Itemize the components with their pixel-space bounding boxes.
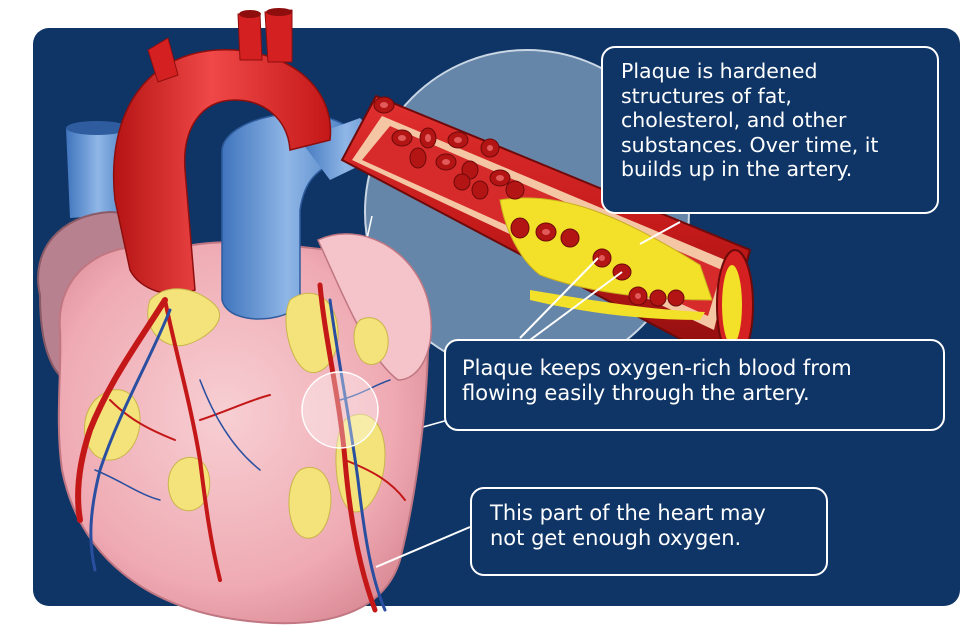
aortic-branch-opening-1 <box>239 10 261 18</box>
callout-blood-flow: Plaque keeps oxygen-rich blood from flow… <box>444 339 945 431</box>
callout-text-line: flowing easily through the artery. <box>462 381 933 406</box>
callout-text-line: structures of fat, <box>621 84 923 109</box>
magnified-region-marker <box>302 372 378 448</box>
aortic-branch-opening-2 <box>266 8 292 16</box>
callout-text-line: cholesterol, and other <box>621 108 923 133</box>
aortic-branch-3 <box>265 10 292 62</box>
callout-text-line: This part of the heart may <box>490 501 816 526</box>
callout-oxygen-deprivation: This part of the heart may not get enoug… <box>470 487 828 576</box>
callout-text-line: substances. Over time, it <box>621 133 923 158</box>
aortic-branch-2 <box>238 14 262 60</box>
callout-text-line: Plaque is hardened <box>621 59 923 84</box>
callout-text-line: builds up in the artery. <box>621 157 923 182</box>
callout-text-line: Plaque keeps oxygen-rich blood from <box>462 356 933 381</box>
callout-plaque-definition: Plaque is hardened structures of fat, ch… <box>601 46 939 214</box>
callout-text-line: not get enough oxygen. <box>490 526 816 551</box>
